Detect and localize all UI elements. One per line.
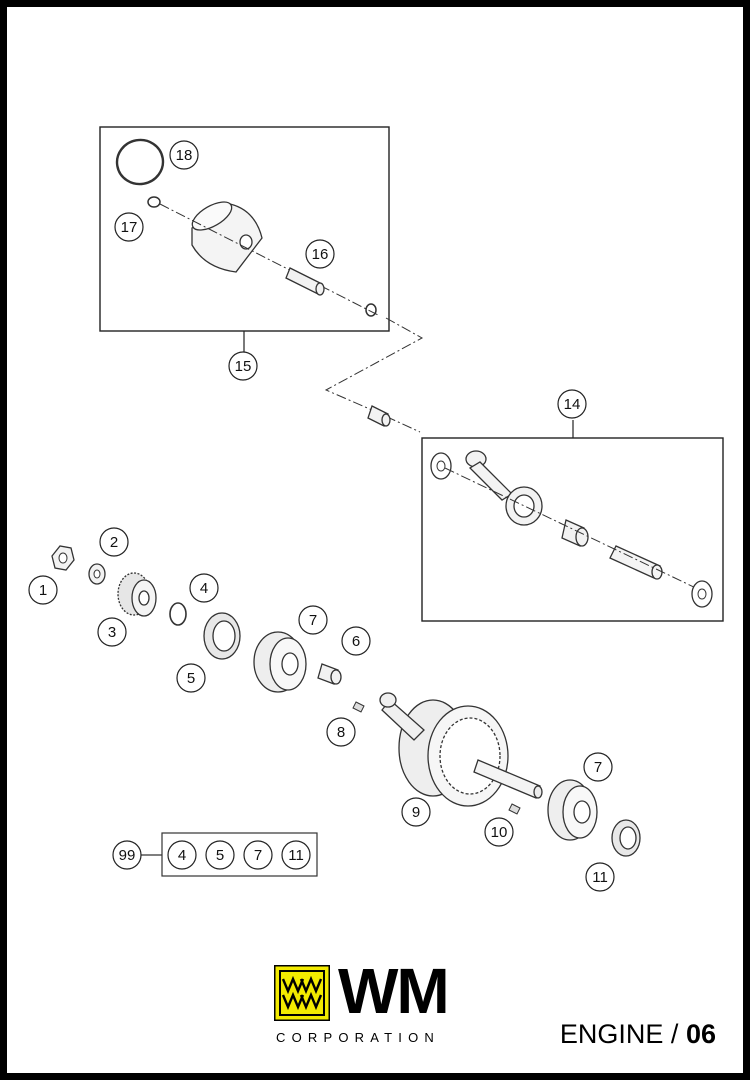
svg-text:3: 3 (108, 624, 116, 641)
svg-text:8: 8 (337, 724, 345, 741)
svg-text:9: 9 (412, 804, 420, 821)
svg-text:5: 5 (216, 847, 224, 864)
kit-item-7: 7 (243, 840, 273, 870)
svg-text:1: 1 (39, 582, 47, 599)
logo-wordmark: WM (338, 955, 450, 1027)
callout-18: 18 (169, 140, 199, 170)
callout-1: 1 (28, 575, 58, 605)
svg-text:6: 6 (352, 633, 360, 650)
main-bearing-left (253, 631, 307, 693)
logo-subtext: CORPORATION (276, 1030, 441, 1045)
callout-14: 14 (557, 389, 587, 419)
svg-text:7: 7 (309, 612, 317, 629)
svg-text:2: 2 (110, 534, 118, 551)
callout-4: 4 (189, 573, 219, 603)
piston-ring (115, 138, 165, 186)
small-end-bearing (367, 405, 391, 427)
kit-item-5: 5 (205, 840, 235, 870)
svg-text:7: 7 (254, 847, 262, 864)
callout-10: 10 (484, 817, 514, 847)
svg-text:5: 5 (187, 670, 195, 687)
circlip (147, 196, 161, 208)
shaft-seal-right (611, 819, 641, 857)
section-title: ENGINE / 06 (560, 1019, 716, 1050)
svg-text:16: 16 (312, 246, 329, 263)
section-number: 06 (685, 1019, 716, 1049)
piston (191, 201, 263, 273)
callout-7-right: 7 (583, 752, 613, 782)
callout-7: 7 (298, 605, 328, 635)
svg-text:99: 99 (119, 847, 136, 864)
big-end-bearing (561, 519, 589, 547)
callout-9: 9 (401, 797, 431, 827)
o-ring (169, 602, 187, 626)
svg-text:4: 4 (178, 847, 186, 864)
piston-pin (285, 267, 325, 296)
callout-99: 99 (112, 840, 142, 870)
callout-3: 3 (97, 617, 127, 647)
svg-text:11: 11 (592, 869, 608, 886)
crank-pin (609, 545, 663, 580)
callout-6: 6 (341, 626, 371, 656)
kit-item-11: 11 (281, 840, 311, 870)
svg-text:7: 7 (594, 759, 602, 776)
connecting-rod (465, 450, 543, 526)
main-bearing-right (547, 779, 598, 841)
svg-text:17: 17 (121, 219, 138, 236)
crankshaft-key (508, 803, 521, 815)
woodruff-key (352, 701, 365, 713)
callout-17: 17 (114, 212, 144, 242)
svg-text:4: 4 (200, 580, 208, 597)
svg-text:14: 14 (564, 396, 581, 413)
kit-item-4: 4 (167, 840, 197, 870)
shaft-seal (203, 612, 241, 660)
callout-11: 11 (585, 862, 615, 892)
circlip-right (365, 303, 377, 317)
callout-15: 15 (228, 351, 258, 381)
wm-corporation-logo: WM CORPORATION (274, 959, 484, 1045)
crankshaft (379, 692, 543, 807)
svg-text:10: 10 (491, 824, 508, 841)
svg-text:15: 15 (235, 358, 252, 375)
section-label: ENGINE / (559, 1019, 679, 1049)
callout-8: 8 (326, 717, 356, 747)
bushing (317, 663, 342, 685)
svg-text:18: 18 (176, 147, 193, 164)
callout-16: 16 (305, 239, 335, 269)
callout-2: 2 (99, 527, 129, 557)
primary-gear (117, 572, 157, 617)
wm-logo-mark-icon (274, 965, 330, 1021)
callout-5: 5 (176, 663, 206, 693)
svg-text:11: 11 (288, 847, 304, 864)
